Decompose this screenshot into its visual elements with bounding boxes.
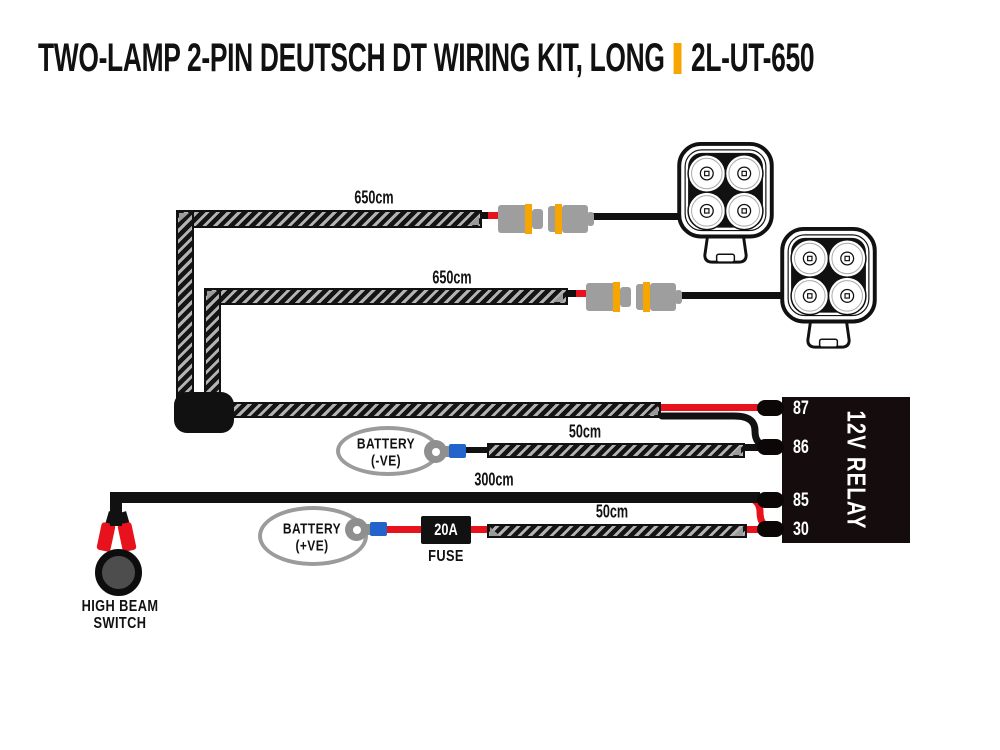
deutsch-connector-pair-1	[498, 203, 596, 235]
wire-lamp1-red-tip	[488, 212, 502, 219]
blue-crimp-pos	[370, 522, 387, 536]
fuse-box: 20A	[421, 516, 471, 544]
connector-socket-nub	[587, 212, 594, 226]
product-code: 2L-UT-650	[690, 36, 815, 80]
fuse-label: FUSE	[428, 548, 464, 565]
connector-socket-nose	[548, 206, 558, 232]
wire-to-lamp1	[590, 213, 686, 220]
title-separator	[673, 43, 682, 74]
connector-plug-tab	[532, 209, 543, 229]
connector-plug-tab	[620, 287, 631, 307]
connector-socket-band	[643, 282, 650, 312]
spade-terminal-left	[96, 521, 116, 553]
braid-endcap	[648, 406, 658, 415]
battery-neg-label-line2: (-VE)	[371, 452, 401, 470]
braided-wire-battery-pos	[487, 524, 747, 538]
connector-socket-band	[555, 204, 562, 234]
wire-switch-300cm	[110, 492, 760, 503]
braid-endcap	[490, 527, 500, 536]
battery-pos-ellipse	[258, 506, 368, 566]
battery-neg-label-line1: BATTERY	[356, 435, 416, 453]
wire-fuse-to-braid	[468, 526, 490, 533]
switch-label-line1: HIGH BEAM	[81, 598, 159, 615]
connector-socket-nub	[675, 290, 682, 304]
braided-wire-lamp1	[176, 210, 482, 228]
connector-plug-body	[498, 205, 528, 233]
wire-length-label-battery-neg: 50cm	[568, 421, 602, 442]
wire-lamp1-black-tip	[476, 212, 490, 219]
title-text: TWO-LAMP 2-PIN DEUTSCH DT WIRING KIT, LO…	[38, 36, 665, 80]
braid-corner	[207, 291, 217, 300]
braid-endcap	[553, 293, 563, 302]
braid-endcap	[731, 446, 741, 455]
wire-red-pin87	[656, 404, 768, 411]
wire-lamp2-black-tip	[564, 290, 578, 297]
braid-endcap	[733, 527, 743, 536]
connector-socket-body	[650, 283, 676, 311]
relay-terminal-30	[757, 521, 784, 537]
connector-plug-body	[586, 283, 616, 311]
connector-plug-band	[525, 204, 532, 234]
braided-wire-main	[229, 402, 661, 418]
braided-wire-lamp1-vertical	[176, 210, 194, 402]
relay-pin-label-87: 87	[793, 398, 809, 419]
ring-terminal-neg-hole	[432, 448, 440, 456]
relay-terminal-87	[757, 400, 784, 416]
work-lamp-2	[779, 226, 878, 353]
harness-junction	[174, 392, 234, 433]
wire-crimp-to-fuse	[385, 526, 425, 533]
blue-crimp-neg	[449, 444, 466, 458]
wire-lamp2-red-tip	[576, 290, 590, 297]
page-title: TWO-LAMP 2-PIN DEUTSCH DT WIRING KIT, LO…	[38, 36, 814, 81]
relay-terminal-86	[757, 439, 784, 455]
wire-battery-neg	[464, 447, 489, 453]
braid-corner	[179, 213, 189, 222]
deutsch-connector-pair-2	[586, 281, 684, 313]
switch-label-line2: SWITCH	[93, 615, 147, 632]
work-lamp-1	[676, 141, 775, 268]
relay-pin-label-85: 85	[793, 490, 809, 511]
relay-box	[782, 397, 910, 543]
wire-length-label-lamp1: 650cm	[354, 187, 394, 208]
braided-wire-lamp2	[204, 288, 568, 305]
wire-to-lamp2	[676, 292, 786, 299]
battery-pos-label-line2: (+VE)	[295, 537, 329, 555]
ring-terminal-pos-hole	[353, 526, 361, 534]
wire-length-label-lamp2: 650cm	[432, 267, 472, 288]
relay-pin-label-86: 86	[793, 437, 809, 458]
fuse-rating: 20A	[434, 520, 458, 539]
braided-wire-lamp2-vertical	[204, 288, 221, 402]
braid-endcap	[469, 216, 479, 225]
wire-switch-corner	[110, 492, 122, 526]
spade-terminal-right	[117, 521, 137, 553]
battery-pos-label-line1: BATTERY	[282, 520, 342, 538]
connector-socket-nose	[636, 284, 646, 310]
connector-socket-body	[562, 205, 588, 233]
relay-pin-label-30: 30	[793, 519, 809, 540]
wire-length-label-battery-pos: 50cm	[595, 501, 629, 522]
high-beam-switch-knob	[95, 549, 142, 596]
braided-wire-battery-neg	[487, 443, 745, 458]
connector-plug-band	[613, 282, 620, 312]
relay-label: 12V RELAY	[841, 410, 872, 530]
wire-length-label-switch: 300cm	[474, 469, 514, 490]
relay-terminal-85	[757, 492, 784, 508]
